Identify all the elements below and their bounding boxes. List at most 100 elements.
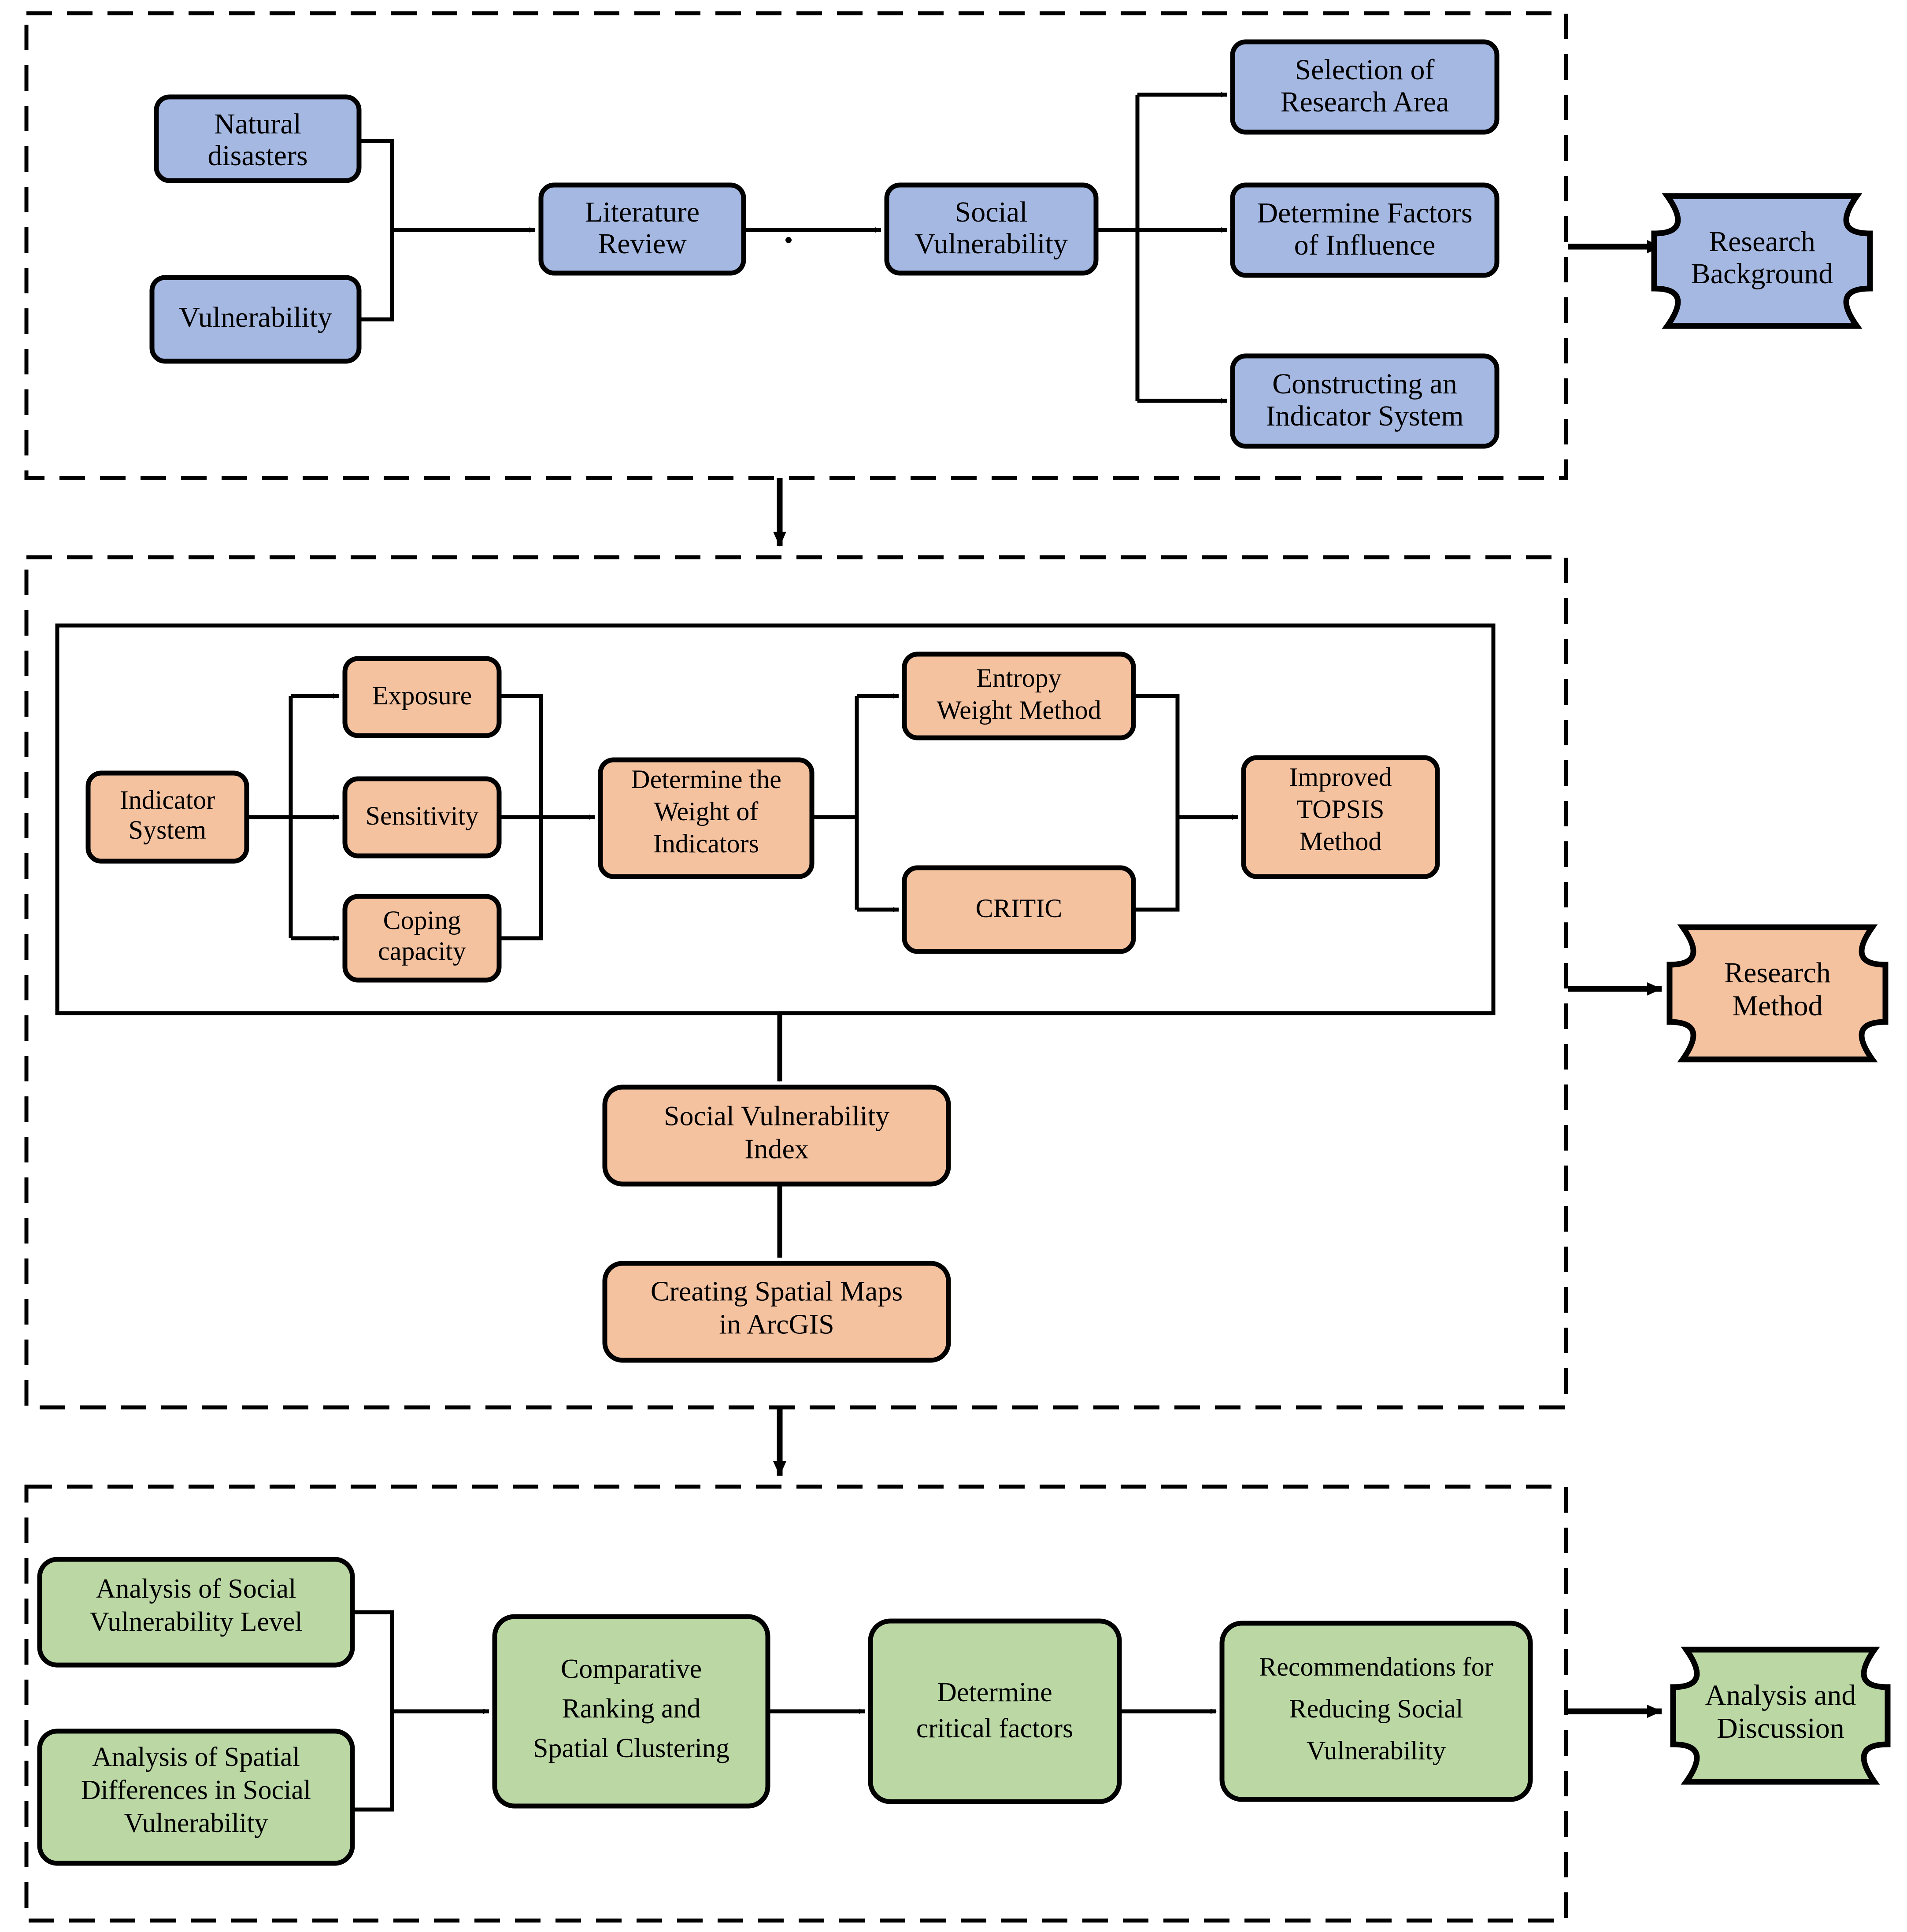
node-creating-spatial-maps-arcgis-shape <box>602 1261 951 1363</box>
node-selection-research-area-label-2: Research Area <box>1281 86 1449 118</box>
node-analysis-sv-level-label-1: Analysis of Social <box>96 1574 296 1604</box>
edge-analysis-merge <box>352 1610 489 1812</box>
node-entropy-weight-method-label-2: Weight Method <box>937 696 1101 725</box>
node-determine-critical-factors-shape <box>868 1618 1122 1804</box>
node-literature-review[interactable]: Literature Review <box>538 182 746 276</box>
node-analysis-spatial-differences-label-3: Vulnerability <box>124 1808 268 1838</box>
node-research-method-label-2: Method <box>1732 990 1822 1022</box>
edge-indicator-fanout <box>247 693 340 941</box>
node-recommendations-label-1: Recommendations for <box>1259 1652 1493 1681</box>
node-creating-spatial-maps-arcgis[interactable]: Creating Spatial Maps in ArcGIS <box>602 1261 951 1363</box>
node-determine-factors-label-2: of Influence <box>1294 229 1436 261</box>
node-social-vulnerability[interactable]: Social Vulnerability <box>884 182 1099 276</box>
node-determine-factors[interactable]: Determine Factors of Influence <box>1230 182 1500 278</box>
node-analysis-spatial-differences-shape <box>37 1728 355 1866</box>
node-natural-disasters-label-1: Natural <box>214 108 301 140</box>
edge-litreview-socialvuln <box>744 227 881 243</box>
edge-methods-merge <box>1133 694 1238 912</box>
node-research-background-shape <box>1651 193 1873 329</box>
node-improved-topsis-label-3: Method <box>1300 827 1382 856</box>
node-creating-spatial-maps-arcgis-label-1: Creating Spatial Maps <box>651 1276 903 1307</box>
node-determine-critical-factors-label-2: critical factors <box>916 1714 1073 1743</box>
node-research-method-label-1: Research <box>1724 957 1831 989</box>
node-social-vulnerability-index-shape <box>602 1084 951 1187</box>
edge-weight-fanout <box>812 693 899 912</box>
node-indicator-system[interactable]: Indicator System <box>85 770 249 864</box>
node-comparative-ranking-label-1: Comparative <box>561 1654 702 1684</box>
node-social-vulnerability-label-1: Social <box>955 196 1028 228</box>
node-constructing-indicator-system-shape <box>1230 353 1500 449</box>
group-research-method-border <box>24 555 1568 1410</box>
node-selection-research-area-label-1: Selection of <box>1295 54 1434 86</box>
node-indicator-system-label-1: Indicator <box>120 785 215 814</box>
node-literature-review-label-1: Literature <box>585 196 700 228</box>
node-social-vulnerability-index-label-1: Social Vulnerability <box>664 1100 889 1132</box>
node-recommendations-shape <box>1219 1621 1533 1802</box>
node-constructing-indicator-system[interactable]: Constructing an Indicator System <box>1230 353 1500 449</box>
node-coping-capacity[interactable]: Coping capacity <box>342 894 502 983</box>
node-critic-label-1: CRITIC <box>976 894 1063 923</box>
node-recommendations-label-3: Vulnerability <box>1307 1736 1446 1765</box>
edge-disasters-vulnerability-merge <box>359 139 536 322</box>
node-social-vulnerability-index[interactable]: Social Vulnerability Index <box>602 1084 951 1187</box>
node-coping-capacity-label-2: capacity <box>378 936 466 966</box>
node-natural-disasters[interactable]: Natural disasters <box>154 94 362 183</box>
node-entropy-weight-method-label-1: Entropy <box>976 663 1061 692</box>
method-inner-box <box>55 623 1496 1015</box>
node-analysis-and-discussion-shape <box>1670 1647 1891 1785</box>
node-coping-capacity-label-1: Coping <box>383 906 461 935</box>
node-determine-critical-factors[interactable]: Determine critical factors <box>868 1618 1122 1804</box>
node-critic[interactable]: CRITIC <box>902 865 1136 954</box>
node-natural-disasters-shape <box>154 94 362 183</box>
node-selection-research-area[interactable]: Selection of Research Area <box>1230 39 1500 135</box>
node-exposure[interactable]: Exposure <box>342 656 502 738</box>
node-improved-topsis-label-1: Improved <box>1289 762 1392 792</box>
node-determine-weight-label-1: Determine the <box>631 765 781 794</box>
node-improved-topsis[interactable]: Improved TOPSIS Method <box>1241 755 1440 879</box>
node-literature-review-label-2: Review <box>598 228 687 260</box>
node-determine-factors-label-1: Determine Factors <box>1257 197 1472 229</box>
node-social-vulnerability-index-label-2: Index <box>744 1133 809 1165</box>
node-analysis-sv-level-label-2: Vulnerability Level <box>89 1607 303 1637</box>
edge-components-merge <box>499 694 595 940</box>
node-vulnerability[interactable]: Vulnerability <box>149 275 362 364</box>
edge-socialvuln-fanout <box>1096 92 1227 403</box>
node-analysis-and-discussion-label-1: Analysis and <box>1705 1679 1856 1711</box>
node-determine-weight-label-3: Indicators <box>653 829 759 858</box>
node-comparative-ranking-label-3: Spatial Clustering <box>533 1733 729 1763</box>
node-constructing-indicator-system-label-2: Indicator System <box>1266 400 1463 432</box>
node-creating-spatial-maps-arcgis-label-2: in ArcGIS <box>719 1309 834 1340</box>
node-research-method[interactable]: Research Method <box>1666 924 1888 1062</box>
node-determine-critical-factors-label-1: Determine <box>937 1677 1052 1707</box>
node-analysis-sv-level[interactable]: Analysis of Social Vulnerability Level <box>37 1557 355 1668</box>
node-exposure-label-1: Exposure <box>372 681 472 710</box>
node-entropy-weight-method[interactable]: Entropy Weight Method <box>902 651 1136 740</box>
node-sensitivity-label-1: Sensitivity <box>366 801 479 830</box>
node-research-background-label-2: Background <box>1691 258 1833 290</box>
node-improved-topsis-label-2: TOPSIS <box>1297 795 1385 824</box>
node-natural-disasters-label-2: disasters <box>207 140 307 172</box>
node-analysis-spatial-differences[interactable]: Analysis of Spatial Differences in Socia… <box>37 1728 355 1866</box>
node-analysis-and-discussion[interactable]: Analysis and Discussion <box>1670 1647 1891 1785</box>
node-analysis-spatial-differences-label-1: Analysis of Spatial <box>92 1742 300 1772</box>
node-determine-weight[interactable]: Determine the Weight of Indicators <box>598 757 815 879</box>
node-selection-research-area-shape <box>1230 39 1500 135</box>
node-vulnerability-label-1: Vulnerability <box>179 301 332 333</box>
node-comparative-ranking-label-2: Ranking and <box>562 1694 700 1724</box>
stray-dot-marker <box>785 237 792 243</box>
node-determine-weight-label-2: Weight of <box>654 797 759 826</box>
node-analysis-spatial-differences-label-2: Differences in Social <box>81 1775 311 1805</box>
node-research-method-shape <box>1666 924 1888 1062</box>
node-analysis-and-discussion-label-2: Discussion <box>1717 1712 1844 1744</box>
group-research-background-border <box>24 11 1568 480</box>
node-indicator-system-label-2: System <box>129 815 207 844</box>
node-constructing-indicator-system-label-1: Constructing an <box>1272 368 1457 400</box>
node-social-vulnerability-label-2: Vulnerability <box>915 228 1068 260</box>
node-recommendations[interactable]: Recommendations for Reducing Social Vuln… <box>1219 1621 1533 1802</box>
node-improved-topsis-shape <box>1241 755 1440 879</box>
node-sensitivity[interactable]: Sensitivity <box>342 776 502 859</box>
node-comparative-ranking[interactable]: Comparative Ranking and Spatial Clusteri… <box>492 1614 770 1809</box>
node-research-background[interactable]: Research Background <box>1651 193 1873 329</box>
